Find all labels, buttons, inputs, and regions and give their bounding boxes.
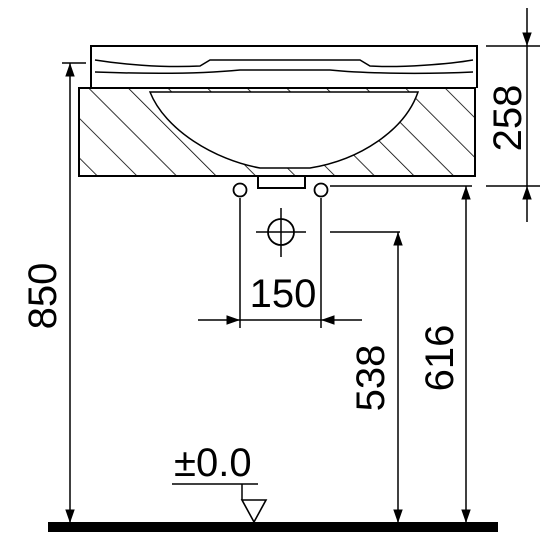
basin-rim [90,45,478,88]
dimension-850: 850 [21,63,75,523]
dimension-538: 538 [349,232,403,523]
dimension-label-850: 850 [21,263,65,330]
dimension-label-150: 150 [250,272,317,316]
dimension-616: 616 [418,186,471,523]
drain-holes [232,182,329,198]
basin-section [78,87,476,189]
dimension-label-538: 538 [349,345,393,412]
waste-outlet-symbol [256,208,306,257]
dimension-label-616: 616 [418,325,462,392]
dimension-label-258: 258 [486,85,530,152]
dimension-150: 150 [198,272,362,325]
floor-level-marker: ±0.0 [172,441,268,524]
floor [48,522,498,532]
dimension-258: 258 [486,8,532,222]
floor-level-label: ±0.0 [174,441,252,485]
